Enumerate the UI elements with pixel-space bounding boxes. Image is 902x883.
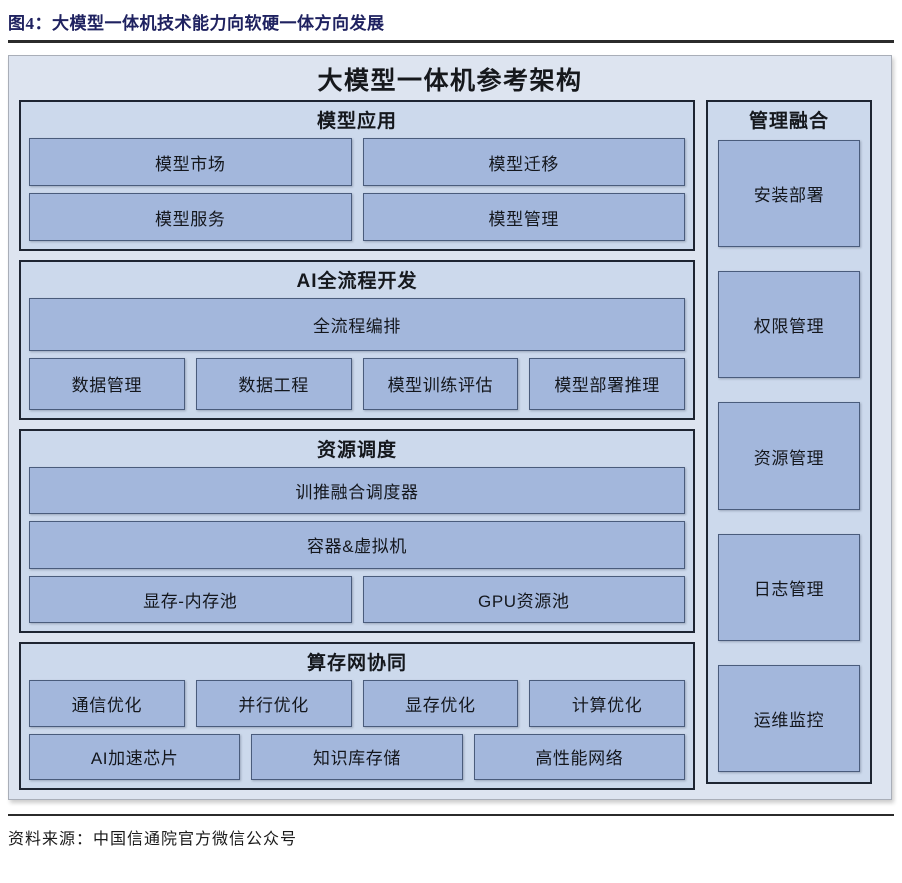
layer-title: AI全流程开发 xyxy=(296,271,418,292)
cell-train-inference-scheduler[interactable]: 训推融合调度器 xyxy=(29,467,685,515)
layer-row: 通信优化 并行优化 显存优化 计算优化 xyxy=(29,680,685,727)
cell-model-management[interactable]: 模型管理 xyxy=(362,193,685,241)
layer-title: 模型应用 xyxy=(316,111,397,132)
caption-divider xyxy=(8,40,894,43)
management-items: 安装部署 权限管理 资源管理 日志管理 运维监控 xyxy=(718,138,860,773)
cell-data-engineering[interactable]: 数据工程 xyxy=(195,357,352,410)
cell-communication-optimization[interactable]: 通信优化 xyxy=(29,680,185,727)
cell-data-management[interactable]: 数据管理 xyxy=(29,357,185,410)
cell-knowledge-base-storage[interactable]: 知识库存储 xyxy=(251,733,463,780)
cell-gpu-resource-pool[interactable]: GPU资源池 xyxy=(362,575,685,623)
layer-ai-full-process-development: AI全流程开发 全流程编排 数据管理 数据工程 模型训练评估 模型部署推理 xyxy=(19,260,695,420)
cell-vram-optimization[interactable]: 显存优化 xyxy=(362,680,519,727)
layer-stack: 模型应用 模型市场 模型迁移 模型服务 模型管理 AI全流程开发 xyxy=(19,100,695,790)
layer-title: 算存网协同 xyxy=(306,653,407,674)
cell-model-deployment-inference[interactable]: 模型部署推理 xyxy=(529,357,685,410)
figure-caption: 图4：大模型一体机技术能力向软硬一体方向发展 xyxy=(0,0,902,43)
layer-body: 全流程编排 数据管理 数据工程 模型训练评估 模型部署推理 xyxy=(29,298,685,410)
panel-management-integration: 管理融合 安装部署 权限管理 资源管理 日志管理 运维监控 xyxy=(706,100,872,784)
diagram-container: 大模型一体机参考架构 模型应用 模型市场 模型迁移 模型服务 模型管理 xyxy=(0,43,902,800)
figure-caption-text: 图4：大模型一体机技术能力向软硬一体方向发展 xyxy=(8,14,385,33)
architecture-diagram: 大模型一体机参考架构 模型应用 模型市场 模型迁移 模型服务 模型管理 xyxy=(8,55,892,800)
layer-resource-scheduling: 资源调度 训推融合调度器 容器&虚拟机 显存-内存池 GPU资源池 xyxy=(19,429,695,633)
cell-ai-accelerator-chip[interactable]: AI加速芯片 xyxy=(29,733,241,780)
layer-body: 模型市场 模型迁移 模型服务 模型管理 xyxy=(29,138,685,241)
cell-log-management[interactable]: 日志管理 xyxy=(718,533,860,641)
source-text: 资料来源：中国信通院官方微信公众号 xyxy=(8,831,298,848)
layer-row: 模型服务 模型管理 xyxy=(29,193,685,241)
cell-high-performance-network[interactable]: 高性能网络 xyxy=(473,733,685,780)
cell-vram-memory-pool[interactable]: 显存-内存池 xyxy=(29,575,352,623)
layer-row: 模型市场 模型迁移 xyxy=(29,138,685,186)
layer-row: 显存-内存池 GPU资源池 xyxy=(29,575,685,623)
cell-full-process-orchestration[interactable]: 全流程编排 xyxy=(29,298,685,351)
cell-installation-deployment[interactable]: 安装部署 xyxy=(718,140,860,248)
cell-parallel-optimization[interactable]: 并行优化 xyxy=(195,680,352,727)
cell-resource-management[interactable]: 资源管理 xyxy=(718,402,860,510)
cell-model-service[interactable]: 模型服务 xyxy=(29,193,352,241)
layer-row: 数据管理 数据工程 模型训练评估 模型部署推理 xyxy=(29,357,685,410)
source-divider xyxy=(8,814,894,816)
cell-model-market[interactable]: 模型市场 xyxy=(29,138,352,186)
layer-compute-storage-network: 算存网协同 通信优化 并行优化 显存优化 计算优化 AI加速芯片 知识库存储 高… xyxy=(19,642,695,790)
management-title: 管理融合 xyxy=(748,111,829,132)
layer-body: 训推融合调度器 容器&虚拟机 显存-内存池 GPU资源池 xyxy=(29,467,685,623)
layer-title: 资源调度 xyxy=(316,440,397,461)
cell-permission-management[interactable]: 权限管理 xyxy=(718,271,860,379)
layer-row: 容器&虚拟机 xyxy=(29,521,685,569)
cell-model-migration[interactable]: 模型迁移 xyxy=(362,138,685,186)
cell-container-virtual-machine[interactable]: 容器&虚拟机 xyxy=(29,521,685,569)
layer-row: 训推融合调度器 xyxy=(29,467,685,515)
cell-model-training-evaluation[interactable]: 模型训练评估 xyxy=(362,357,519,410)
cell-compute-optimization[interactable]: 计算优化 xyxy=(529,680,685,727)
layer-row: 全流程编排 xyxy=(29,298,685,351)
architecture-title: 大模型一体机参考架构 xyxy=(317,67,583,95)
layer-body: 通信优化 并行优化 显存优化 计算优化 AI加速芯片 知识库存储 高性能网络 xyxy=(29,680,685,780)
layer-model-application: 模型应用 模型市场 模型迁移 模型服务 模型管理 xyxy=(19,100,695,251)
layer-row: AI加速芯片 知识库存储 高性能网络 xyxy=(29,733,685,780)
cell-operations-monitoring[interactable]: 运维监控 xyxy=(718,664,860,773)
architecture-body: 模型应用 模型市场 模型迁移 模型服务 模型管理 AI全流程开发 xyxy=(19,100,881,790)
